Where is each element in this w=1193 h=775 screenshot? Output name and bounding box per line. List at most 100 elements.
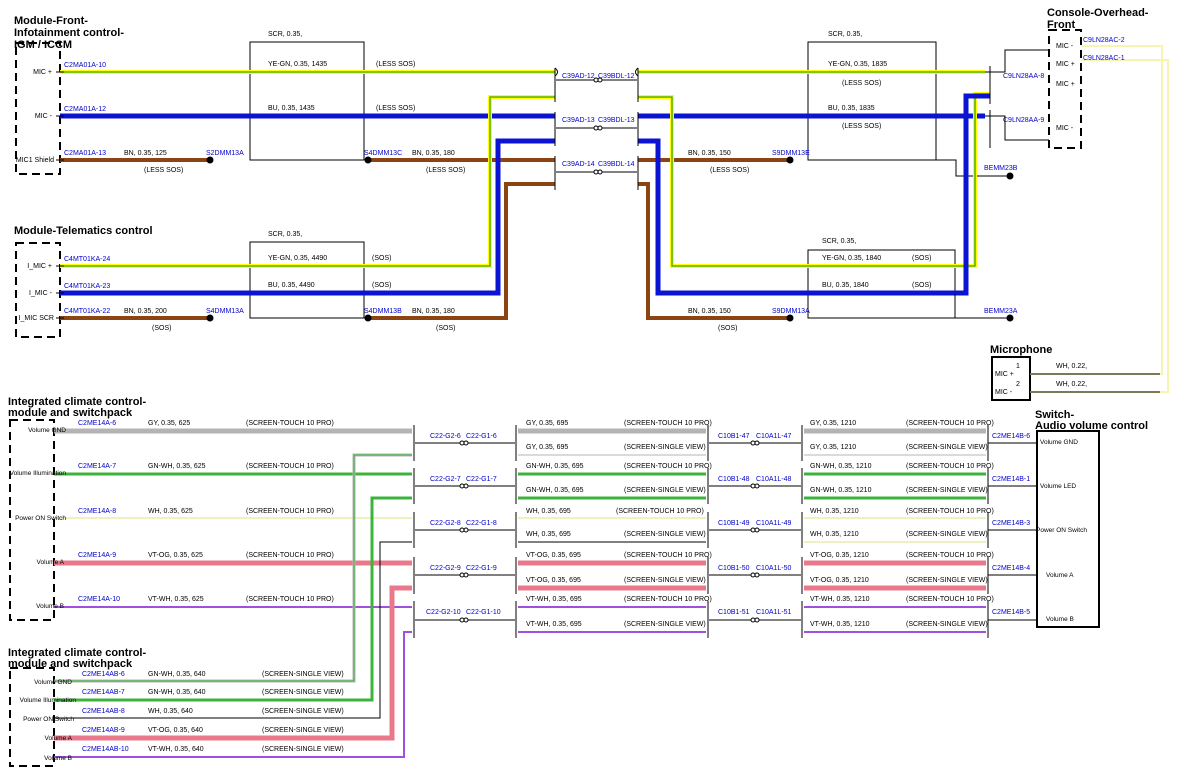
icc1-pin-4: Volume A: [37, 559, 65, 566]
c2meab-7: C2ME14AB-7: [82, 689, 125, 696]
wire-wh-mic: [1030, 45, 1169, 393]
c2meab-9: C2ME14AB-9: [82, 727, 125, 734]
c10b1-50: C10B1-50: [718, 565, 750, 572]
c22-g2-10: C22-G2-10: [426, 609, 461, 616]
wb-single-m4: (SCREEN-SINGLE VIEW): [624, 577, 706, 584]
con-pin-4: MIC -: [1056, 125, 1074, 132]
wb-pro-m2: (SCREEN-TOUCH 10 PRO): [624, 463, 712, 470]
module-boxes: [9, 29, 1082, 767]
wb-vtwh695-a: VT-WH, 0.35, 695: [526, 596, 582, 603]
c4mt-23: C4MT01KA-23: [64, 283, 110, 290]
c39ad-13: C39AD-13: [562, 117, 595, 124]
wb-single-l4: (SCREEN-SINGLE VIEW): [262, 727, 344, 734]
c2me-9: C2ME14A-9: [78, 552, 116, 559]
wb-gnwh1210-b: GN-WH, 0.35, 1210: [810, 487, 872, 494]
icc2-pin-3: Power ON Switch: [23, 716, 74, 723]
mic-pin-2: MIC -: [995, 389, 1013, 396]
wb-vtog1210-a: VT-OG, 0.35, 1210: [810, 552, 869, 559]
wb-gy1210-b: GY, 0.35, 1210: [810, 444, 856, 451]
wb-wh695-a: WH, 0.35, 695: [526, 508, 571, 515]
module-icc1-title-2: module and switchpack: [8, 407, 133, 419]
wire-scr-4: SCR, 0.35,: [822, 238, 856, 245]
wire-bu1435: BU, 0.35, 1435: [268, 105, 315, 112]
icc1-pin-5: Volume B: [36, 603, 64, 610]
note-less-sos-2: (LESS SOS): [376, 105, 415, 112]
wire-ye1435: YE-GN, 0.35, 1435: [268, 61, 327, 68]
c2me14b-4: C2ME14B-4: [992, 565, 1030, 572]
wire-scr-3: SCR, 0.35,: [268, 231, 302, 238]
wb-single-l5: (SCREEN-SINGLE VIEW): [262, 746, 344, 753]
ifc-pin-1: MIC +: [33, 69, 52, 76]
wb-pro-2: (SCREEN-TOUCH 10 PRO): [246, 463, 334, 470]
note-sos-2: (SOS): [372, 282, 391, 289]
note-sos-5: (SOS): [912, 255, 931, 262]
icc1-pin-3: Power ON Switch: [15, 515, 66, 522]
wire-bn-tel-right: [638, 182, 790, 320]
module-ifc-title: Module-Front-Infotainment control-IGM / …: [14, 15, 124, 51]
c2me14b-1: C2ME14B-1: [992, 476, 1030, 483]
c2me14b-6: C2ME14B-6: [992, 433, 1030, 440]
wb-vtwh640: VT-WH, 0.35, 640: [148, 746, 204, 753]
c2ma-12: C2MA01A-12: [64, 106, 106, 113]
wire-bu-tel: [60, 138, 555, 296]
wire-wh022-2: WH, 0.22,: [1056, 381, 1087, 388]
sw-pin-2: Volume LED: [1040, 483, 1076, 490]
module-icc1-title: Integrated climate control-module and sw…: [8, 396, 146, 419]
wb-single-r1: (SCREEN-SINGLE VIEW): [906, 444, 988, 451]
module-ifc-title-3: IGM / ICCM: [14, 39, 72, 51]
c22-g2-9: C22-G2-9: [430, 565, 461, 572]
wire-gn-wh-row: [54, 472, 986, 500]
wire-bu4490: BU, 0.35, 4490: [268, 282, 315, 289]
icc2-pin-5: Volume B: [44, 755, 72, 762]
wire-scr-1: SCR, 0.35,: [268, 31, 302, 38]
con-pin-3: MIC +: [1056, 81, 1075, 88]
module-ifc-title-2: Infotainment control-: [14, 27, 124, 39]
module-sw-box: [1036, 430, 1100, 628]
wb-wh695-b: WH, 0.35, 695: [526, 531, 571, 538]
wire-console-mic: [985, 49, 1049, 73]
c2me-8: C2ME14A-8: [78, 508, 116, 515]
wb-pro-5: (SCREEN-TOUCH 10 PRO): [246, 596, 334, 603]
note-sos-7: (SOS): [718, 325, 737, 332]
c22-c10-brackets: [413, 425, 1037, 638]
pin-ticks: [56, 71, 64, 319]
wb-vtwh695-b: VT-WH, 0.35, 695: [526, 621, 582, 628]
wb-wh640: WH, 0.35, 640: [148, 708, 193, 715]
wb-gnwh1210-a: GN-WH, 0.35, 1210: [810, 463, 872, 470]
wb-pro-3: (SCREEN-TOUCH 10 PRO): [246, 508, 334, 515]
wb-pro-r2: (SCREEN-TOUCH 10 PRO): [906, 463, 994, 470]
ifc-pin-2: MIC -: [35, 113, 53, 120]
module-icc2-title-2: module and switchpack: [8, 658, 133, 670]
wb-single-l1: (SCREEN-SINGLE VIEW): [262, 671, 344, 678]
c4mt-24: C4MT01KA-24: [64, 256, 110, 263]
wire-bn150-2: BN, 0.35, 150: [688, 308, 731, 315]
shield-boxes: [249, 41, 956, 319]
wb-single-m1: (SCREEN-SINGLE VIEW): [624, 444, 706, 451]
module-con-title-2: Front: [1047, 19, 1075, 31]
module-icc2-title: Integrated climate control-module and sw…: [8, 647, 146, 670]
note-less-sos-1: (LESS SOS): [376, 61, 415, 68]
note-sos-3: (SOS): [152, 325, 171, 332]
wb-pro-m5: (SCREEN-TOUCH 10 PRO): [624, 596, 712, 603]
wire-console-mic2: [985, 115, 1049, 141]
icc1-pin-1: Volume GND: [28, 427, 66, 434]
wb-single-r5: (SCREEN-SINGLE VIEW): [906, 621, 988, 628]
wb-gy1210-a: GY, 0.35, 1210: [810, 420, 856, 427]
wire-ye-gn-tel-right: [638, 92, 990, 268]
module-con-box: [1048, 29, 1082, 149]
c22-g2-7: C22-G2-7: [430, 476, 461, 483]
module-con-title: Console-Overhead-Front: [1047, 7, 1149, 31]
splice-dots: [206, 156, 1014, 322]
module-icc1-title-1: Integrated climate control-: [8, 396, 146, 408]
c39ad-12: C39AD-12: [562, 73, 595, 80]
con-pin-2: MIC +: [1056, 61, 1075, 68]
c2ma-13: C2MA01A-13: [64, 150, 106, 157]
wire-bn-tel: [60, 182, 555, 320]
wire-bn150-1: BN, 0.35, 150: [688, 150, 731, 157]
c22-g2-8: C22-G2-8: [430, 520, 461, 527]
c39bdl-13: C39BDL-13: [598, 117, 635, 124]
c22-g1-10: C22-G1-10: [466, 609, 501, 616]
c10b1-48: C10B1-48: [718, 476, 750, 483]
wb-vtog695-b: VT-OG, 0.35, 695: [526, 577, 581, 584]
